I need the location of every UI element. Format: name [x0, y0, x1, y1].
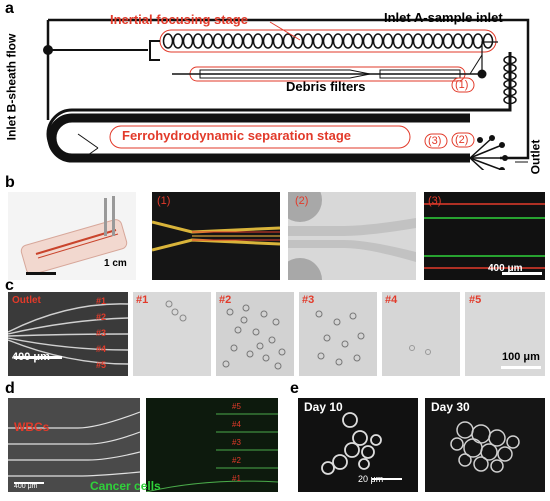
serpentine-loop: [342, 33, 354, 49]
serpentine-loop: [332, 33, 344, 49]
fluor-image-3: [424, 192, 545, 280]
cancer-cell-image: [146, 398, 278, 492]
outlet-overview-image: [8, 292, 128, 376]
inlet-b-label: Inlet B-sheath flow: [4, 33, 19, 141]
day10-label: Day 10: [304, 400, 343, 414]
chip-photo: [8, 192, 136, 280]
serpentine-loop: [412, 33, 424, 49]
day30-label: Day 30: [431, 400, 470, 414]
panel-c-letter: c: [5, 277, 14, 294]
serpentine-loop: [482, 33, 494, 49]
serpentine-loop: [282, 33, 294, 49]
cell-image-3-label: #3: [302, 294, 315, 306]
cancer-label: Cancer cells: [90, 479, 161, 493]
outlet-image-label: Outlet: [12, 295, 41, 306]
chip-scale-label: 1 cm: [104, 258, 127, 269]
serpentine-loop: [382, 33, 394, 49]
serpentine-loop: [392, 33, 404, 49]
d-ch-1: #1: [232, 474, 241, 483]
c-ch-3: #3: [96, 328, 107, 338]
chip-schematic: [43, 18, 530, 170]
serpentine-loop: [222, 33, 234, 49]
serpentine-loop: [422, 33, 434, 49]
inertial-stage-label: Inertial focusing stage: [110, 12, 248, 27]
d-scale: 400 μm: [14, 483, 38, 490]
cell-image-5-label: #5: [469, 294, 482, 306]
cell-image-1-label: #1: [136, 294, 149, 306]
cell-image-2-label: #2: [219, 294, 232, 306]
fluor-3-label: (3): [428, 195, 442, 207]
serpentine-loop: [262, 33, 274, 49]
serpentine-loop: [322, 33, 334, 49]
ferro-stage-label: Ferrohydrodynamic separation stage: [122, 128, 352, 143]
wbc-label: WBCs: [14, 420, 50, 434]
serpentine-loop: [182, 33, 194, 49]
inlet-a-label: Inlet A-sample inlet: [384, 10, 503, 25]
serpentine-loop: [452, 33, 464, 49]
brightfield-2-label: (2): [295, 195, 309, 207]
serpentine-loop: [312, 33, 324, 49]
serpentine-loop: [162, 33, 174, 49]
serpentine-loop: [172, 33, 184, 49]
c-ch-5: #5: [96, 360, 107, 370]
day10-image: [298, 398, 418, 492]
d-ch-2: #2: [232, 456, 241, 465]
micro-scale-label: 400 μm: [488, 263, 523, 274]
e-scale: 20 μm: [358, 474, 384, 484]
serpentine-loop: [212, 33, 224, 49]
d-ch-4: #4: [232, 420, 241, 429]
panel-d-letter: d: [5, 380, 15, 397]
serpentine-loop: [292, 33, 304, 49]
c-ch-4: #4: [96, 344, 107, 354]
serpentine-loop: [272, 33, 284, 49]
serpentine-loop: [192, 33, 204, 49]
serpentine-loop: [302, 33, 314, 49]
serpentine-loop: [352, 33, 364, 49]
mark-1-label: (1): [455, 79, 469, 91]
cell-image-4-label: #4: [385, 294, 398, 306]
cell-image-3: [299, 292, 377, 376]
serpentine-loop: [472, 33, 484, 49]
serpentine-loop: [242, 33, 254, 49]
c-ch-1: #1: [96, 296, 107, 306]
brightfield-image-2: [288, 192, 416, 280]
serpentine-loop: [372, 33, 384, 49]
c-ch-2: #2: [96, 312, 107, 322]
c-scale-right: 100 μm: [502, 351, 540, 363]
panel-a-letter: a: [5, 0, 14, 17]
cell-image-2: [216, 292, 294, 376]
day30-image: [425, 398, 545, 492]
c-scale-left: 400 μm: [12, 351, 50, 363]
serpentine-loop: [432, 33, 444, 49]
serpentine-loop: [362, 33, 374, 49]
serpentine-loop: [462, 33, 474, 49]
serpentine-loop: [202, 33, 214, 49]
panel-e-letter: e: [290, 380, 299, 397]
serpentine-loop: [402, 33, 414, 49]
cell-image-1: [133, 292, 211, 376]
d-ch-5: #5: [232, 402, 241, 411]
cell-image-4: [382, 292, 460, 376]
mark-2-label: (2): [455, 134, 469, 146]
debris-filters-label: Debris filters: [286, 79, 366, 94]
wbc-image: [8, 398, 140, 492]
outlet-label: Outlet: [528, 139, 543, 175]
d-ch-3: #3: [232, 438, 241, 447]
fluor-image-1: [152, 192, 280, 280]
panel-b-letter: b: [5, 174, 15, 191]
mark-3-label: (3): [428, 135, 442, 147]
serpentine-loop: [252, 33, 264, 49]
fluor-1-label: (1): [157, 195, 171, 207]
serpentine-loop: [442, 33, 454, 49]
serpentine-loop: [232, 33, 244, 49]
cell-image-5: [465, 292, 545, 376]
